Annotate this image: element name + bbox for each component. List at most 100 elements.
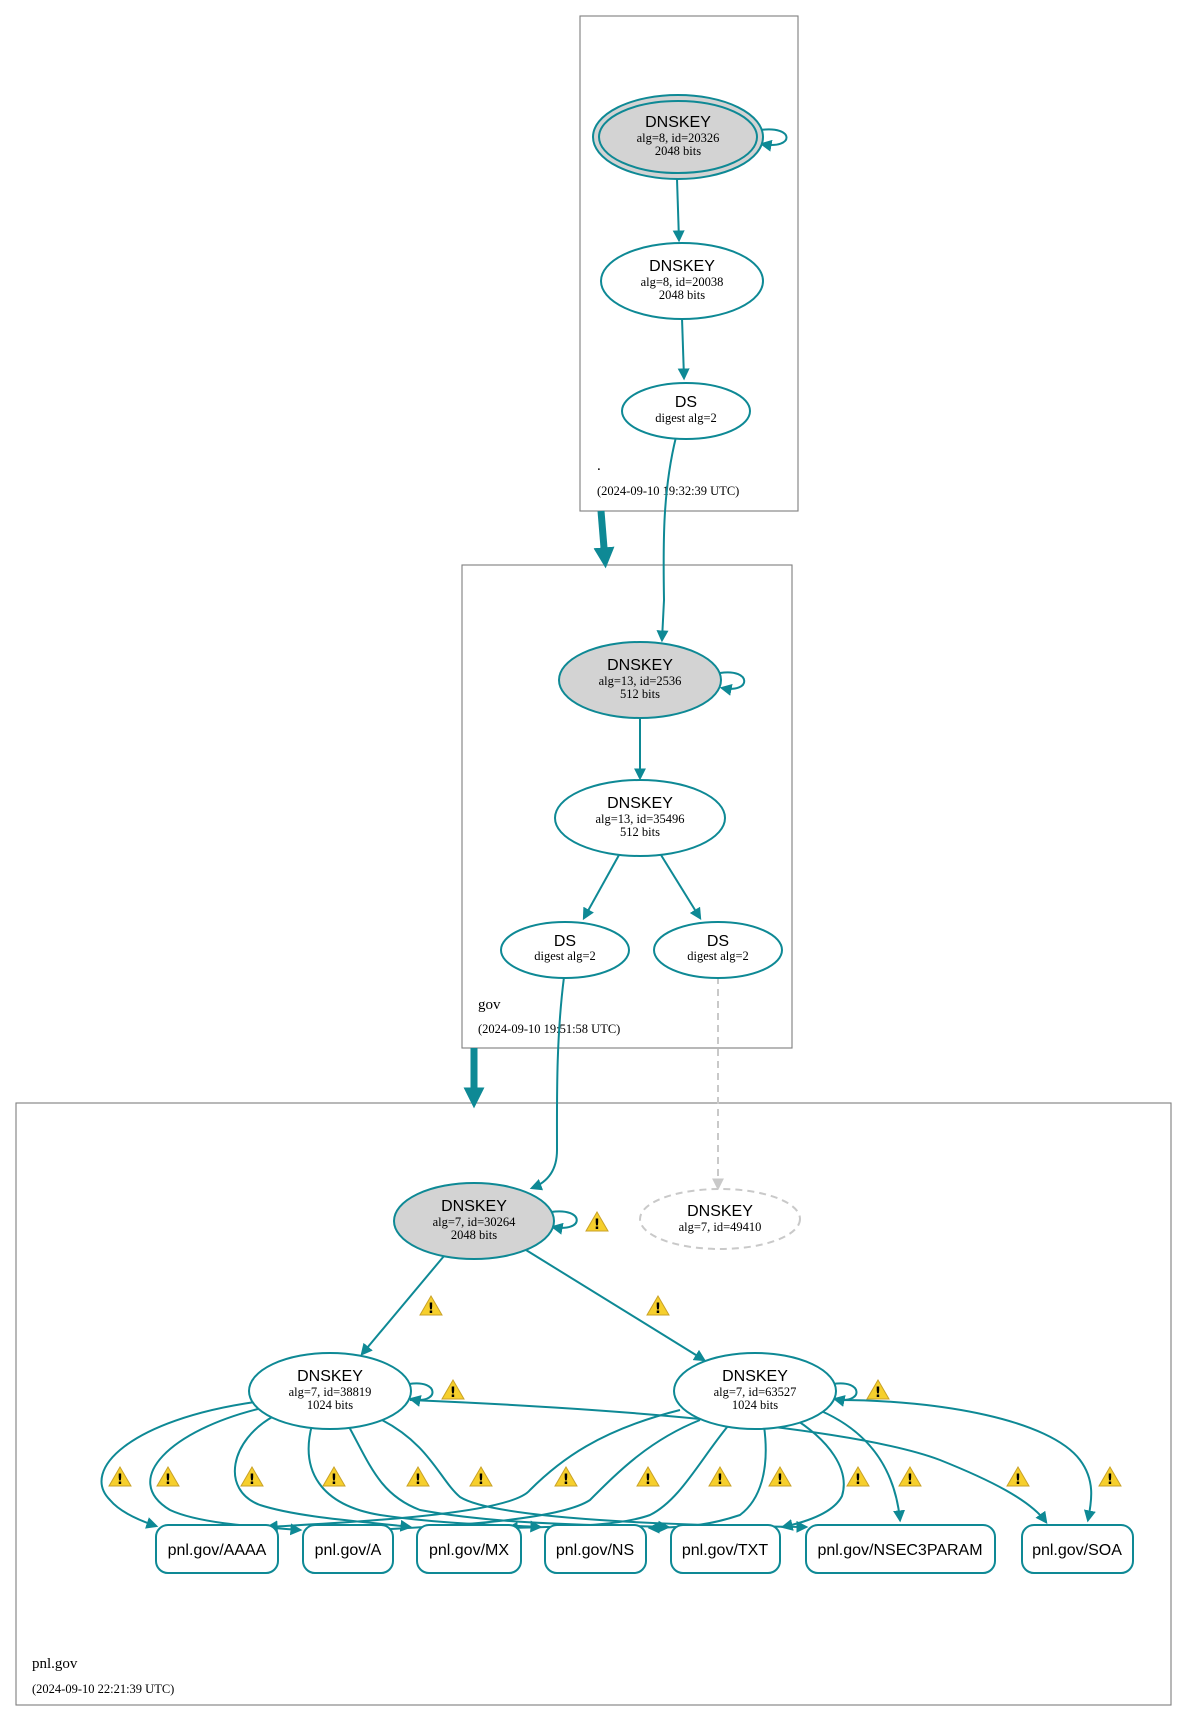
svg-text:!: ! — [875, 1385, 881, 1401]
zone-pnl-name: pnl.gov — [32, 1656, 78, 1672]
zone-gov-name: gov — [478, 997, 501, 1013]
warning-icon: ! — [708, 1466, 732, 1488]
warning-icon: ! — [406, 1466, 430, 1488]
rrset-aaaa: pnl.gov/AAAA — [155, 1524, 279, 1574]
warning-icon: ! — [322, 1466, 346, 1488]
node-root-ksk-line2: 2048 bits — [655, 144, 701, 158]
rrset-ns-label: pnl.gov/NS — [556, 1542, 634, 1559]
zone-root-time: (2024-09-10 19:32:39 UTC) — [597, 484, 739, 498]
node-gov-zsk-line1: alg=13, id=35496 — [595, 812, 684, 826]
node-root-zsk-line1: alg=8, id=20038 — [641, 275, 724, 289]
edge-gov-zsk-ds1 — [582, 854, 620, 921]
svg-text:!: ! — [655, 1301, 661, 1317]
node-root-ds-title: DS — [675, 394, 697, 411]
svg-text:!: ! — [249, 1472, 255, 1488]
node-pnl-zsk1: DNSKEY alg=7, id=38819 1024 bits — [248, 1352, 412, 1430]
edge-root-zsk-ds — [677, 317, 690, 381]
zone-root-name: . — [597, 458, 601, 474]
node-gov-ksk-title: DNSKEY — [607, 657, 673, 674]
node-root-ksk-title: DNSKEY — [645, 114, 711, 131]
rrset-mx: pnl.gov/MX — [416, 1524, 522, 1574]
svg-text:!: ! — [777, 1472, 783, 1488]
edge-zsk1-nsec3param — [381, 1419, 809, 1533]
edge-zsk2-txt — [780, 1415, 845, 1531]
svg-text:!: ! — [645, 1472, 651, 1488]
node-pnl-zsk1-title: DNSKEY — [297, 1368, 363, 1385]
node-pnl-ksk-line1: alg=7, id=30264 — [433, 1215, 517, 1229]
node-gov-ds2-line1: digest alg=2 — [687, 949, 749, 963]
warning-icon: ! — [419, 1295, 443, 1317]
edge-zsk1-txt — [347, 1424, 671, 1533]
node-root-ksk: DNSKEY alg=8, id=20326 2048 bits — [592, 94, 764, 180]
node-pnl-zsk2: DNSKEY alg=7, id=63527 1024 bits — [673, 1352, 837, 1430]
node-gov-ds2: DS digest alg=2 — [653, 921, 783, 979]
node-gov-ds2-title: DS — [707, 933, 729, 950]
svg-text:!: ! — [717, 1472, 723, 1488]
warning-icon: ! — [866, 1379, 890, 1401]
warning-icon: ! — [1006, 1466, 1030, 1488]
edge-pnl-ksk-self — [550, 1210, 578, 1235]
svg-text:!: ! — [594, 1217, 600, 1233]
edge-root-ksk-zsk — [672, 178, 685, 243]
node-gov-ds1-title: DS — [554, 933, 576, 950]
node-pnl-ksk-line2: 2048 bits — [451, 1228, 497, 1242]
warning-icon: ! — [768, 1466, 792, 1488]
node-pnl-missing-title: DNSKEY — [687, 1203, 753, 1220]
edge-zsk2-ns — [647, 1425, 767, 1534]
node-root-ds-line1: digest alg=2 — [655, 411, 717, 425]
node-pnl-missing-line1: alg=7, id=49410 — [679, 1220, 762, 1234]
node-gov-zsk-line2: 512 bits — [620, 825, 660, 839]
edge-gov-ksk-self — [719, 671, 746, 696]
edge-zsk2-soa — [837, 1399, 1096, 1523]
edge-zsk1-a — [149, 1407, 303, 1536]
warning-icon: ! — [240, 1466, 264, 1488]
svg-text:!: ! — [563, 1472, 569, 1488]
edge-zsk1-mx — [233, 1415, 413, 1532]
svg-text:!: ! — [450, 1385, 456, 1401]
node-pnl-zsk1-line2: 1024 bits — [307, 1398, 353, 1412]
rrset-mx-label: pnl.gov/MX — [429, 1542, 509, 1559]
svg-text:!: ! — [117, 1472, 123, 1488]
node-pnl-zsk2-line1: alg=7, id=63527 — [714, 1385, 797, 1399]
warning-icon: ! — [469, 1466, 493, 1488]
node-pnl-ksk: DNSKEY alg=7, id=30264 2048 bits — [393, 1182, 555, 1260]
node-gov-ksk-line1: alg=13, id=2536 — [599, 674, 682, 688]
node-pnl-zsk1-line1: alg=7, id=38819 — [289, 1385, 372, 1399]
node-gov-zsk: DNSKEY alg=13, id=35496 512 bits — [554, 779, 726, 857]
svg-text:!: ! — [907, 1472, 913, 1488]
node-pnl-ksk-title: DNSKEY — [441, 1198, 507, 1215]
svg-text:!: ! — [428, 1301, 434, 1317]
delegation-root-gov-arrow — [593, 510, 615, 569]
rrset-nsec3param-label: pnl.gov/NSEC3PARAM — [817, 1542, 982, 1559]
svg-text:!: ! — [415, 1472, 421, 1488]
edge-zsk2-mx — [505, 1425, 729, 1534]
edge-zsk1-self — [408, 1382, 434, 1407]
rrset-soa: pnl.gov/SOA — [1021, 1524, 1134, 1574]
edge-zsk1-aaaa — [100, 1401, 256, 1529]
node-gov-zsk-title: DNSKEY — [607, 795, 673, 812]
zone-pnl-box — [15, 1102, 1172, 1706]
warning-icon: ! — [108, 1466, 132, 1488]
rrset-a-label: pnl.gov/A — [315, 1542, 382, 1559]
warning-icon: ! — [1098, 1466, 1122, 1488]
edge-gov-ds1-pnl-ksk — [529, 976, 565, 1191]
zone-root-box — [579, 15, 799, 512]
edge-root-ds-gov-ksk — [656, 436, 677, 643]
rrset-txt-label: pnl.gov/TXT — [682, 1542, 768, 1559]
node-gov-ds1: DS digest alg=2 — [500, 921, 630, 979]
warning-icon: ! — [585, 1211, 609, 1233]
warnings-layer: !!!!!!!!!!!!!!!!!!! — [108, 1211, 1122, 1488]
svg-text:!: ! — [165, 1472, 171, 1488]
node-pnl-zsk2-title: DNSKEY — [722, 1368, 788, 1385]
node-pnl-missing: DNSKEY alg=7, id=49410 — [639, 1188, 801, 1250]
rrset-soa-label: pnl.gov/SOA — [1032, 1542, 1122, 1559]
node-gov-ksk: DNSKEY alg=13, id=2536 512 bits — [558, 641, 722, 719]
svg-text:!: ! — [478, 1472, 484, 1488]
zone-gov-box — [461, 564, 793, 1049]
node-root-zsk-line2: 2048 bits — [659, 288, 705, 302]
warning-icon: ! — [636, 1466, 660, 1488]
edge-zsk2-nsec3param — [813, 1407, 906, 1523]
zone-gov-time: (2024-09-10 19:51:58 UTC) — [478, 1022, 620, 1036]
node-root-zsk: DNSKEY alg=8, id=20038 2048 bits — [600, 242, 764, 320]
